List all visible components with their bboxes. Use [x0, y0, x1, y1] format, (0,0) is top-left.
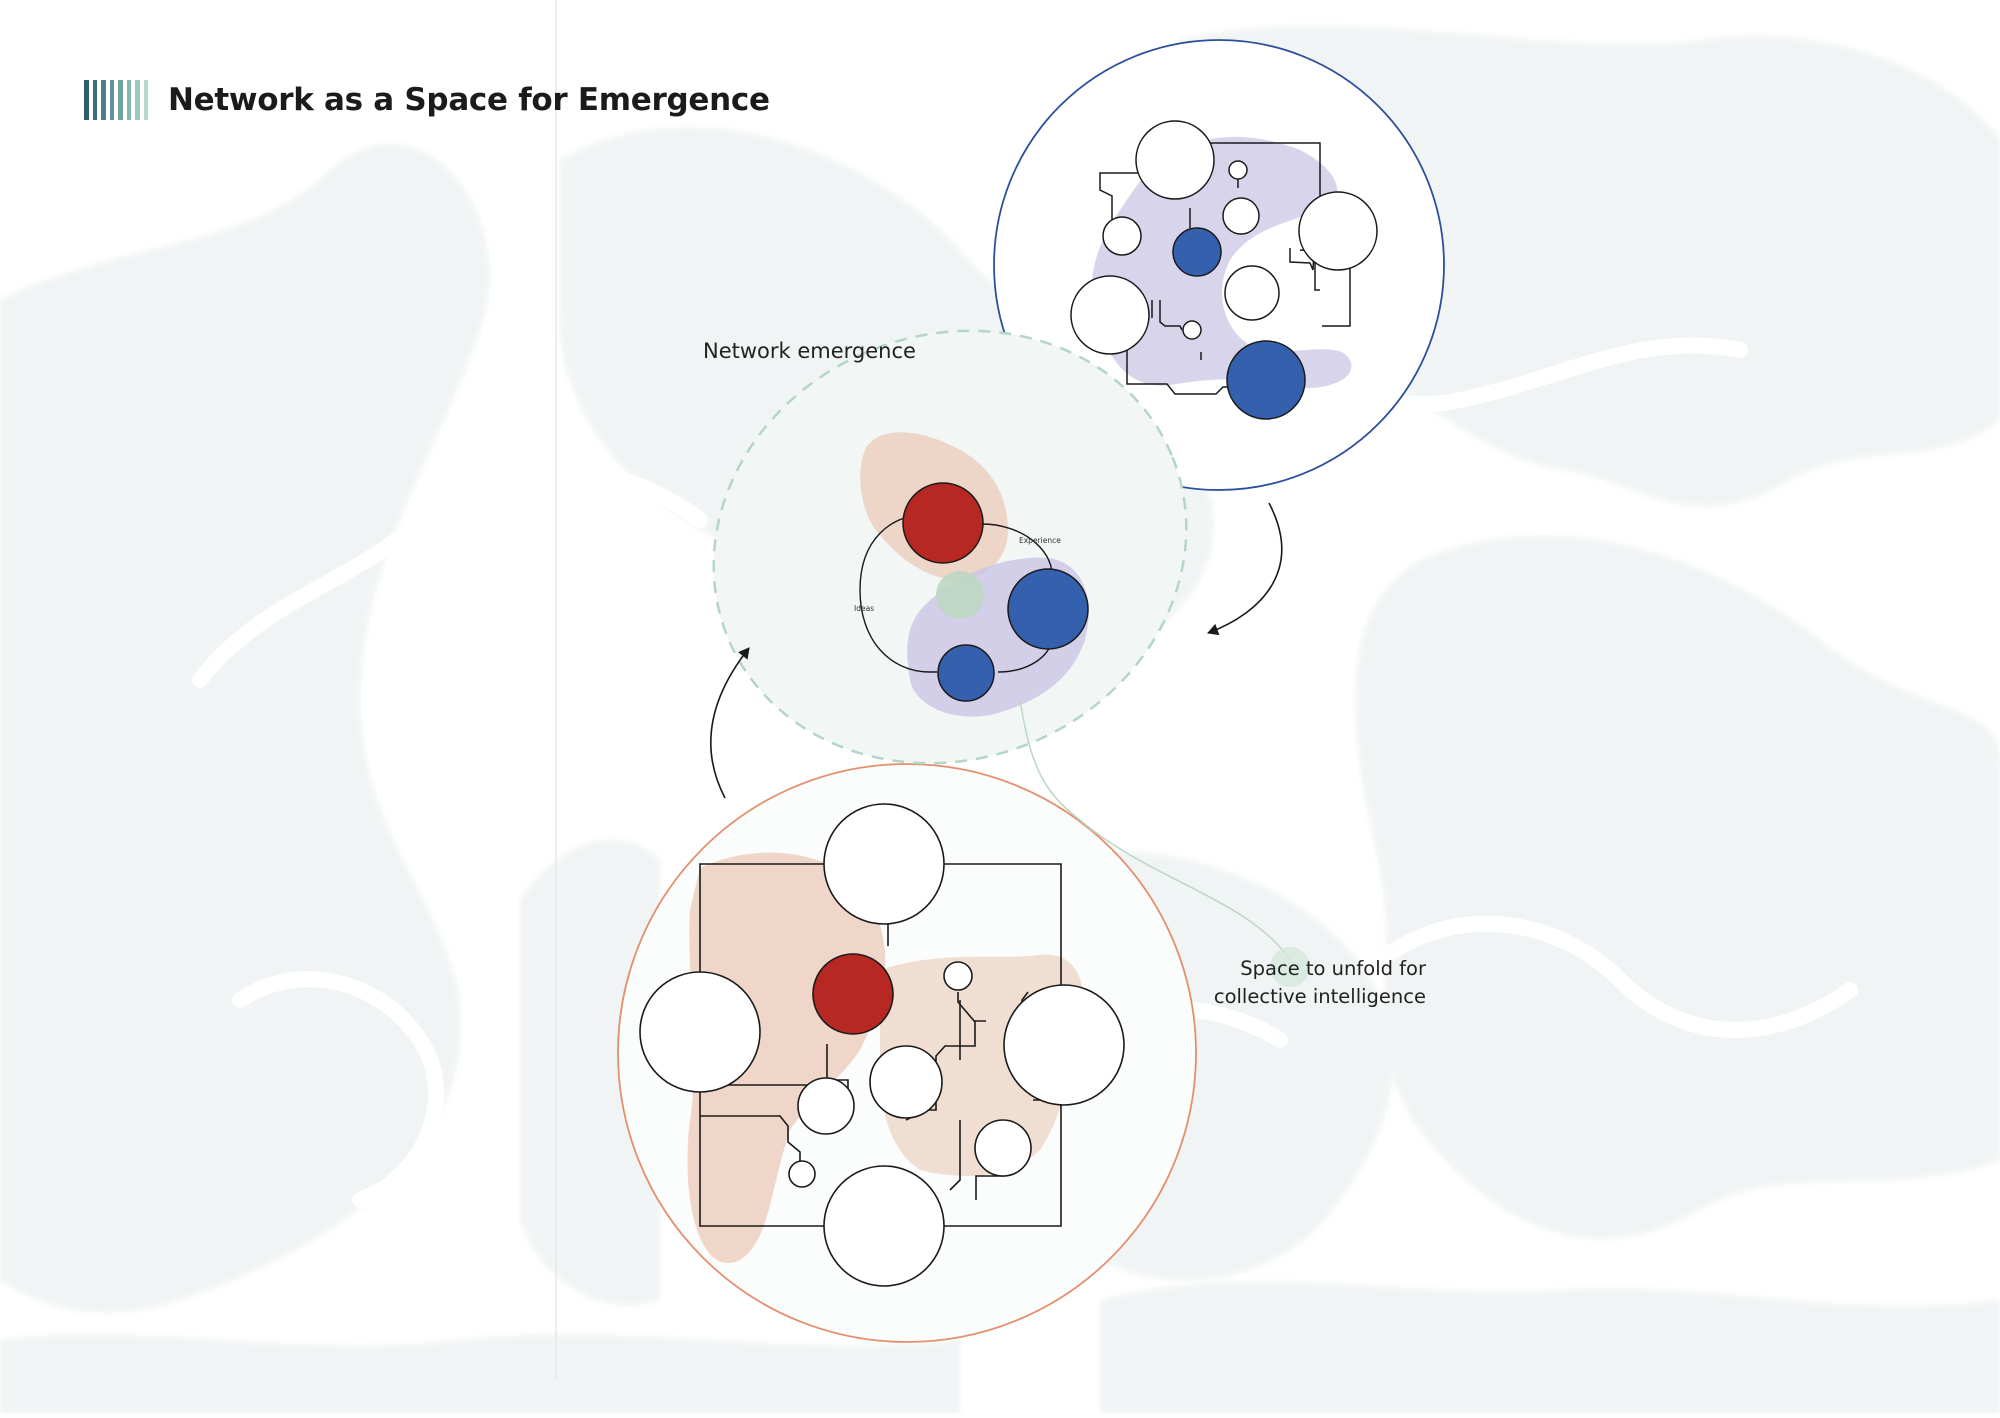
node-white-xs-c	[1228, 160, 1248, 180]
title-stripe	[143, 80, 148, 120]
node-white-md-center	[869, 1045, 943, 1119]
node-white-sm-right	[974, 1119, 1032, 1177]
space-to-unfold-line2: collective intelligence	[1213, 985, 1426, 1008]
node-white-xs-b	[788, 1160, 816, 1188]
unfold-seed-blob	[1270, 947, 1310, 987]
title-stripe	[135, 80, 140, 120]
experience-label: Experience	[1019, 536, 1061, 545]
node-white-sm-a	[1102, 216, 1142, 256]
node-white-lg-left	[1070, 275, 1150, 355]
node-red-local	[812, 953, 894, 1035]
node-white-xl-bottom	[823, 1165, 945, 1287]
node-blue-sm-emergence	[937, 644, 995, 702]
lavender-blob-top	[1091, 136, 1352, 389]
title-stripe	[118, 80, 123, 120]
node-white-xl-right	[1003, 984, 1125, 1106]
header: Network as a Space for Emergence	[84, 80, 770, 120]
local-network-circle	[617, 763, 1197, 1343]
unfold-connector	[1019, 699, 1291, 961]
node-white-sm-b	[1222, 197, 1260, 235]
network-emergence-cluster: Ideas Experience	[712, 329, 1310, 987]
node-white-xl-top	[823, 803, 945, 925]
node-blue-lg-global	[1226, 340, 1306, 420]
node-white-md-d	[1224, 265, 1280, 321]
node-white-xl-left	[639, 971, 761, 1093]
space-to-unfold-line1: Space to unfold for	[1240, 957, 1426, 980]
arrow-up-icon	[710, 647, 750, 799]
space-to-unfold-label: Space to unfold for collective intellige…	[1180, 955, 1426, 1011]
arrow-down-left-icon	[1207, 502, 1283, 636]
peach-blob-left	[687, 852, 886, 1264]
node-white-xs-d	[1182, 320, 1202, 340]
node-white-sm-left	[797, 1077, 855, 1135]
node-blue-sm-global	[1172, 227, 1222, 277]
node-white-xs-a	[943, 961, 973, 991]
node-blue-lg-emergence	[1007, 568, 1089, 650]
network-emergence-label: Network emergence	[703, 339, 916, 363]
title-stripe	[101, 80, 106, 120]
green-seed-blob	[936, 571, 984, 619]
title-stripe	[109, 80, 114, 120]
node-white-lg-right	[1298, 191, 1378, 271]
ideas-label: Ideas	[854, 604, 874, 613]
title-stripe	[92, 80, 97, 120]
title-stripe	[126, 80, 131, 120]
title-stripe	[84, 80, 89, 120]
title-stripes-icon	[84, 80, 148, 120]
node-red-emergence	[902, 482, 984, 564]
node-white-lg-top	[1135, 120, 1215, 200]
page-title: Network as a Space for Emergence	[168, 82, 770, 118]
